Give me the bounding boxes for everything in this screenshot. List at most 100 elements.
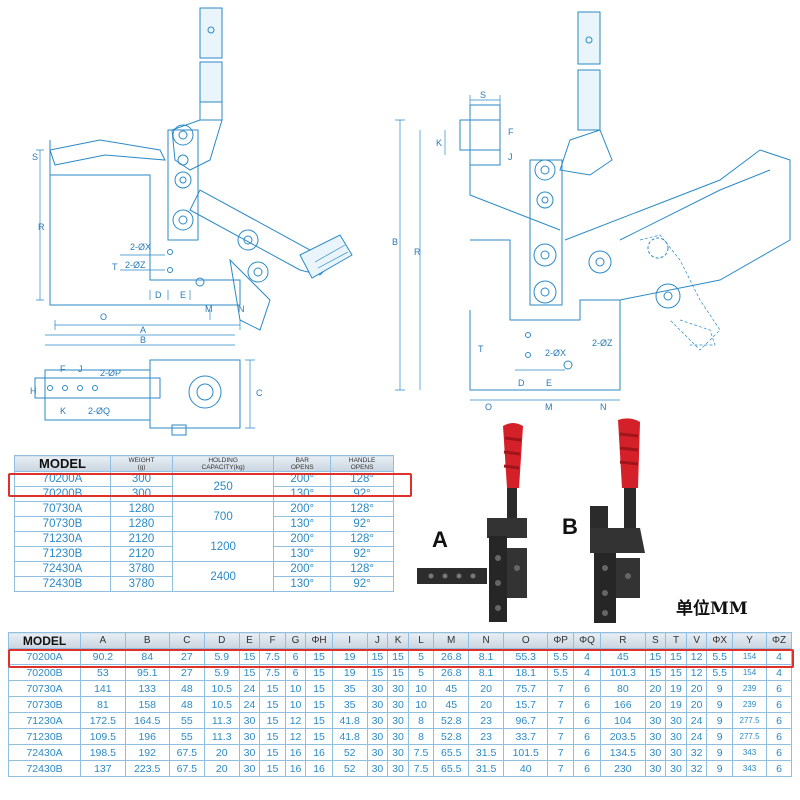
cell: 30: [665, 728, 687, 745]
label-n: N: [238, 304, 245, 314]
header-model: MODEL: [7, 632, 82, 649]
cell: 10.5: [203, 696, 240, 713]
header-col-21: V: [685, 632, 708, 649]
cell: 96.7: [503, 712, 549, 729]
cell: 30: [387, 712, 409, 729]
cell: 45: [433, 680, 470, 697]
label-n-2: N: [600, 402, 607, 412]
technical-drawing: S R 2-ØX 2-ØZ T D E O M N A B F J 2-ØP H…: [30, 7, 791, 436]
cell-handle: 92°: [330, 516, 394, 532]
cell: 20: [644, 680, 667, 697]
cell: 30: [387, 760, 409, 777]
cell: 172.5: [80, 712, 126, 729]
cell-handle: 92°: [330, 486, 394, 502]
label-m: M: [205, 304, 213, 314]
header-col-2: B: [124, 632, 170, 649]
cell: 239: [731, 696, 768, 713]
cell: 16: [305, 744, 333, 761]
cell: 239: [731, 680, 768, 697]
header-col-18: R: [600, 632, 646, 649]
cell: 133: [124, 680, 170, 697]
cell: 5.5: [547, 664, 574, 681]
cell: 45: [433, 696, 470, 713]
cell: 9: [706, 760, 733, 777]
cell: 67.5: [168, 760, 205, 777]
cell: 24: [685, 728, 708, 745]
header-col-14: N: [468, 632, 505, 649]
cell: 52.8: [433, 712, 470, 729]
header-col-16: ΦP: [547, 632, 574, 649]
cell: 6: [572, 728, 602, 745]
cell: 15: [305, 696, 333, 713]
cell: 6: [572, 696, 602, 713]
cell-capacity: 700: [171, 501, 275, 532]
cell: 9: [706, 680, 733, 697]
cell: 6: [766, 712, 792, 729]
cell: 41.8: [331, 712, 368, 729]
header-col-4: D: [203, 632, 240, 649]
cell: 19: [331, 664, 368, 681]
cell: 8: [407, 728, 435, 745]
header-col-10: J: [366, 632, 389, 649]
label-d-2: D: [518, 378, 525, 388]
cell: 31.5: [468, 744, 505, 761]
cell-capacity: 2400: [171, 561, 275, 592]
cell: 15: [305, 680, 333, 697]
cell: 72430A: [7, 744, 82, 761]
cell: 65.5: [433, 760, 470, 777]
cell: 30: [366, 712, 389, 729]
cell: 30: [665, 712, 687, 729]
header-col-20: T: [665, 632, 687, 649]
cell: 104: [600, 712, 646, 729]
header-col-9: I: [331, 632, 368, 649]
highlight-row-big: [8, 649, 794, 668]
header-weight: WEIGHT(g): [110, 455, 173, 472]
label-b-2: B: [392, 237, 398, 247]
cell: 80: [600, 680, 646, 697]
header-model: MODEL: [14, 455, 111, 472]
cell: 101.5: [503, 744, 549, 761]
cell: 7: [547, 728, 574, 745]
cell-bar: 200°: [273, 561, 332, 577]
cell: 30: [665, 744, 687, 761]
label-s-2: S: [480, 90, 486, 100]
cell: 343: [731, 760, 768, 777]
cell: 7: [547, 696, 574, 713]
cell: 30: [387, 680, 409, 697]
header-col-1: A: [80, 632, 126, 649]
label-j-2: J: [508, 152, 513, 162]
header-col-19: S: [644, 632, 667, 649]
cell: 32: [685, 760, 708, 777]
label-h: H: [30, 386, 37, 396]
header-col-23: Y: [731, 632, 768, 649]
cell: 71230A: [7, 712, 82, 729]
cell: 7.5: [407, 760, 435, 777]
cell: 7.5: [407, 744, 435, 761]
cell: 70200B: [7, 664, 82, 681]
cell: 109.5: [80, 728, 126, 745]
cell: 24: [238, 696, 261, 713]
cell: 55: [168, 728, 205, 745]
cell-model: 72430B: [14, 576, 111, 592]
cell: 6: [766, 696, 792, 713]
cell-handle: 92°: [330, 576, 394, 592]
cell: 30: [238, 712, 261, 729]
cell: 277.5: [731, 712, 768, 729]
cell: 101.3: [600, 664, 646, 681]
cell: 31.5: [468, 760, 505, 777]
label-e: E: [180, 290, 186, 300]
cell-bar: 130°: [273, 486, 332, 502]
cell: 20: [203, 760, 240, 777]
cell: 6: [766, 760, 792, 777]
side-view-b: S K F J B R T 2-ØX 2-ØZ D E O M N: [392, 11, 791, 412]
header-col-12: L: [407, 632, 435, 649]
cell: 41.8: [331, 728, 368, 745]
cell-weight: 3780: [110, 576, 173, 592]
